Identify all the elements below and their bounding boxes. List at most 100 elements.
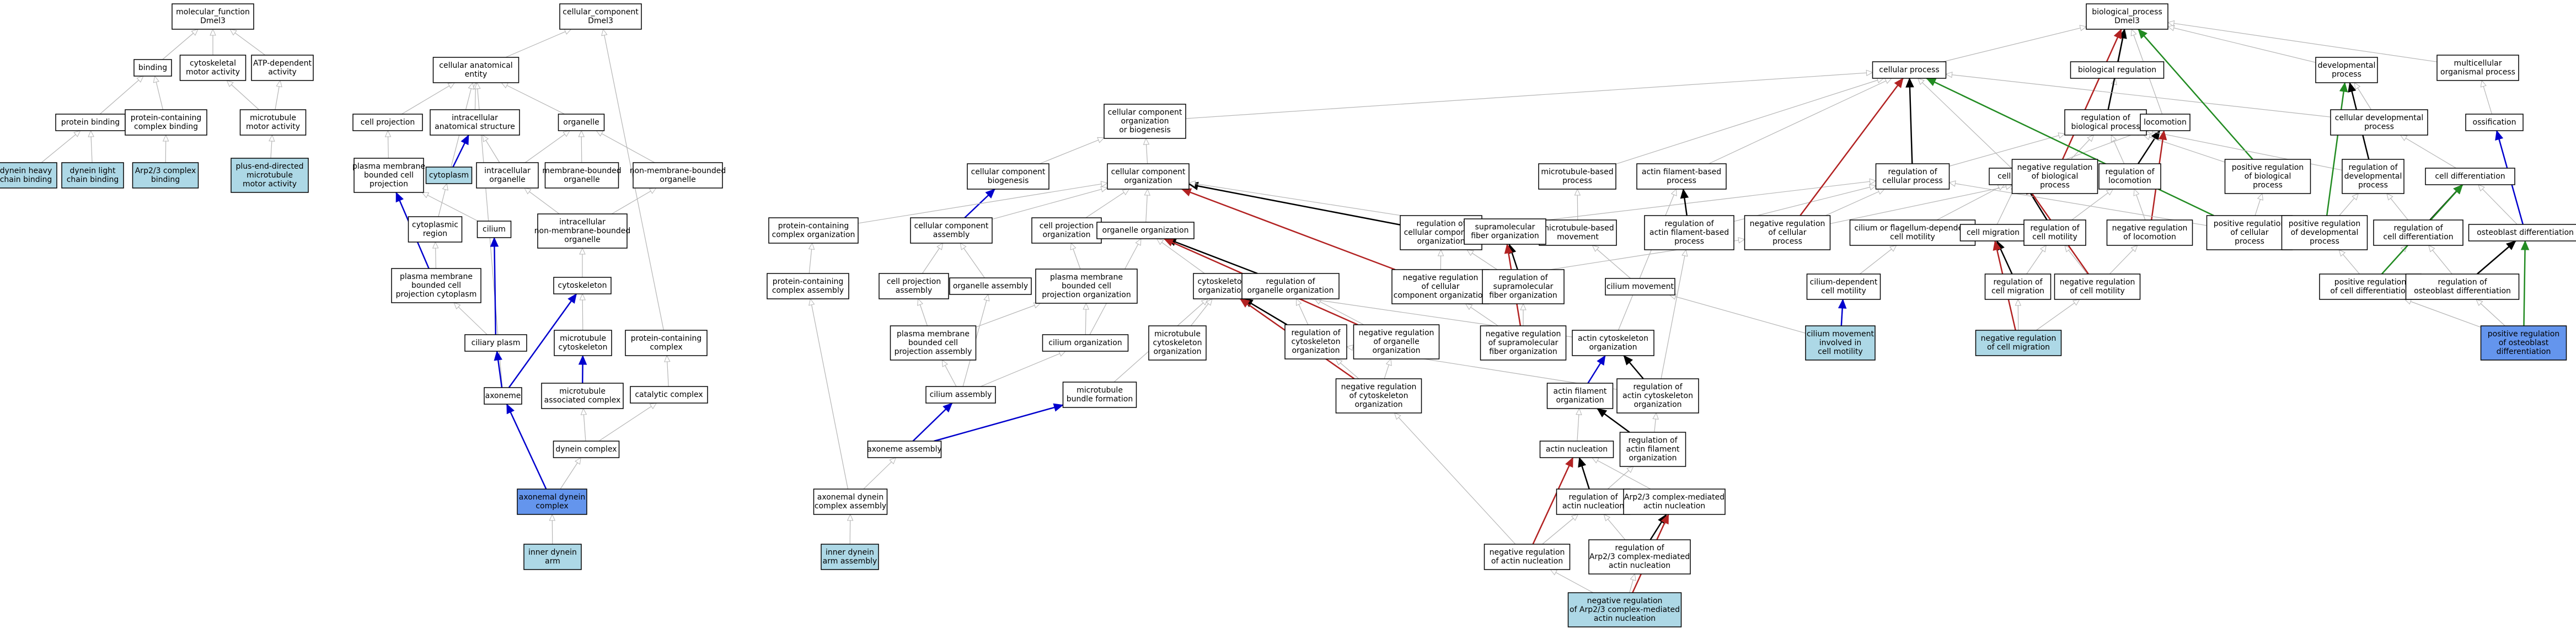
go-term-node-cdiff[interactable]: cell differentiation bbox=[2425, 168, 2515, 185]
go-term-node-protein_binding[interactable]: protein binding bbox=[55, 114, 126, 131]
go-term-node-obdiff[interactable]: osteoblast differentiation bbox=[2468, 224, 2576, 241]
go-term-node-cytoskeleton[interactable]: cytoskeleton bbox=[553, 277, 612, 294]
go-term-node-ciliuma[interactable]: cilium assembly bbox=[925, 386, 996, 404]
go-term-node-dynein_cx[interactable]: dynein complex bbox=[553, 441, 620, 458]
go-term-node-axoa[interactable]: axoneme assembly bbox=[867, 441, 942, 458]
go-term-node-cilium_cc[interactable]: cilium bbox=[476, 221, 512, 238]
go-term-node-binding[interactable]: binding bbox=[133, 59, 172, 77]
go-term-node-cmig[interactable]: cell migration bbox=[1959, 224, 2027, 241]
go-term-node-ciliary_plasm[interactable]: ciliary plasm bbox=[464, 334, 527, 352]
go-term-node-ossif[interactable]: ossification bbox=[2465, 114, 2524, 131]
go-term-node-ic_nmb[interactable]: intracellularnon-membrane-boundedorganel… bbox=[534, 213, 631, 249]
go-term-node-cell_proj[interactable]: cell projection bbox=[352, 114, 423, 131]
go-term-node-loco[interactable]: locomotion bbox=[2140, 114, 2191, 131]
go-term-node-cilmov[interactable]: cilium movement bbox=[1605, 278, 1675, 296]
go-term-node-breg[interactable]: biological regulation bbox=[2070, 61, 2165, 79]
go-term-node-anuc[interactable]: actin nucleation bbox=[1539, 441, 1614, 458]
go-term-node-orga[interactable]: organelle assembly bbox=[949, 277, 1032, 295]
go-term-node-axoneme[interactable]: axoneme bbox=[484, 387, 522, 405]
go-term-node-ciliumo[interactable]: cilium organization bbox=[1042, 334, 1129, 352]
go-term-node-organelle[interactable]: organelle bbox=[558, 114, 605, 131]
go-term-node-cp[interactable]: cellular process bbox=[1872, 61, 1947, 79]
go-term-node-cytoplasm[interactable]: cytoplasm bbox=[425, 167, 473, 184]
go-term-node-catalytic[interactable]: catalytic complex bbox=[630, 386, 708, 404]
